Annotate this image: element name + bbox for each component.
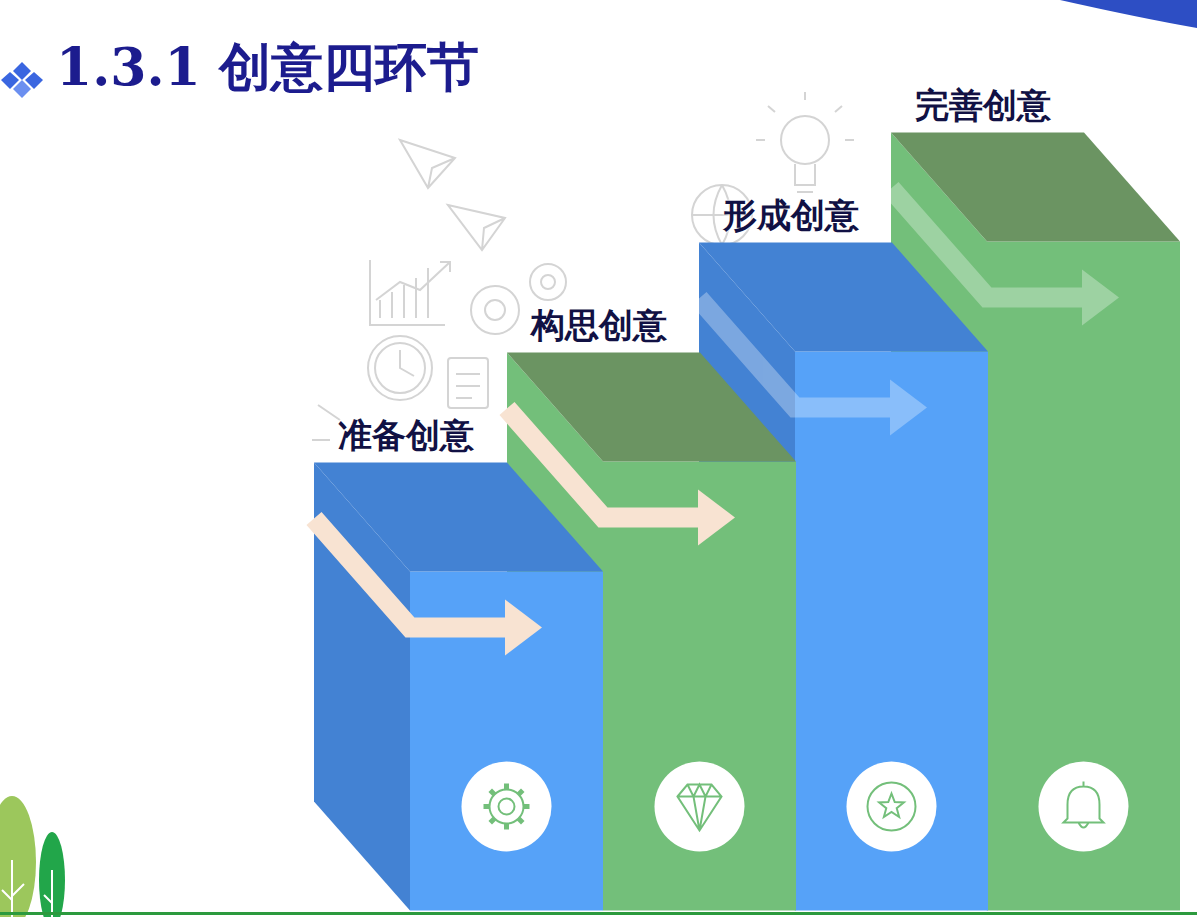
icon-badge — [655, 761, 745, 851]
step-arrow — [891, 188, 1119, 325]
step-heading: 形成创意 — [723, 194, 859, 237]
step-arrow — [314, 518, 542, 655]
page-title: 1.3.1 创意四环节 — [56, 36, 479, 98]
bar-front — [603, 461, 796, 910]
step-heading: 完善创意 — [915, 84, 1051, 127]
title-bullet — [1, 62, 43, 98]
step-bar: 准备创意 — [314, 414, 603, 911]
icon-badge — [1039, 761, 1129, 851]
bar-shape — [314, 414, 643, 911]
ground-line — [0, 912, 1197, 915]
corner-band — [1060, 0, 1197, 28]
step-arrow — [507, 408, 735, 545]
step-arrow — [699, 298, 927, 435]
bar-front — [987, 241, 1180, 910]
tree-decoration — [0, 796, 65, 917]
bar-front — [795, 351, 988, 910]
icon-badge — [462, 761, 552, 851]
step-heading: 准备创意 — [338, 414, 474, 457]
step-heading: 构思创意 — [531, 304, 667, 347]
icon-badge — [847, 761, 937, 851]
